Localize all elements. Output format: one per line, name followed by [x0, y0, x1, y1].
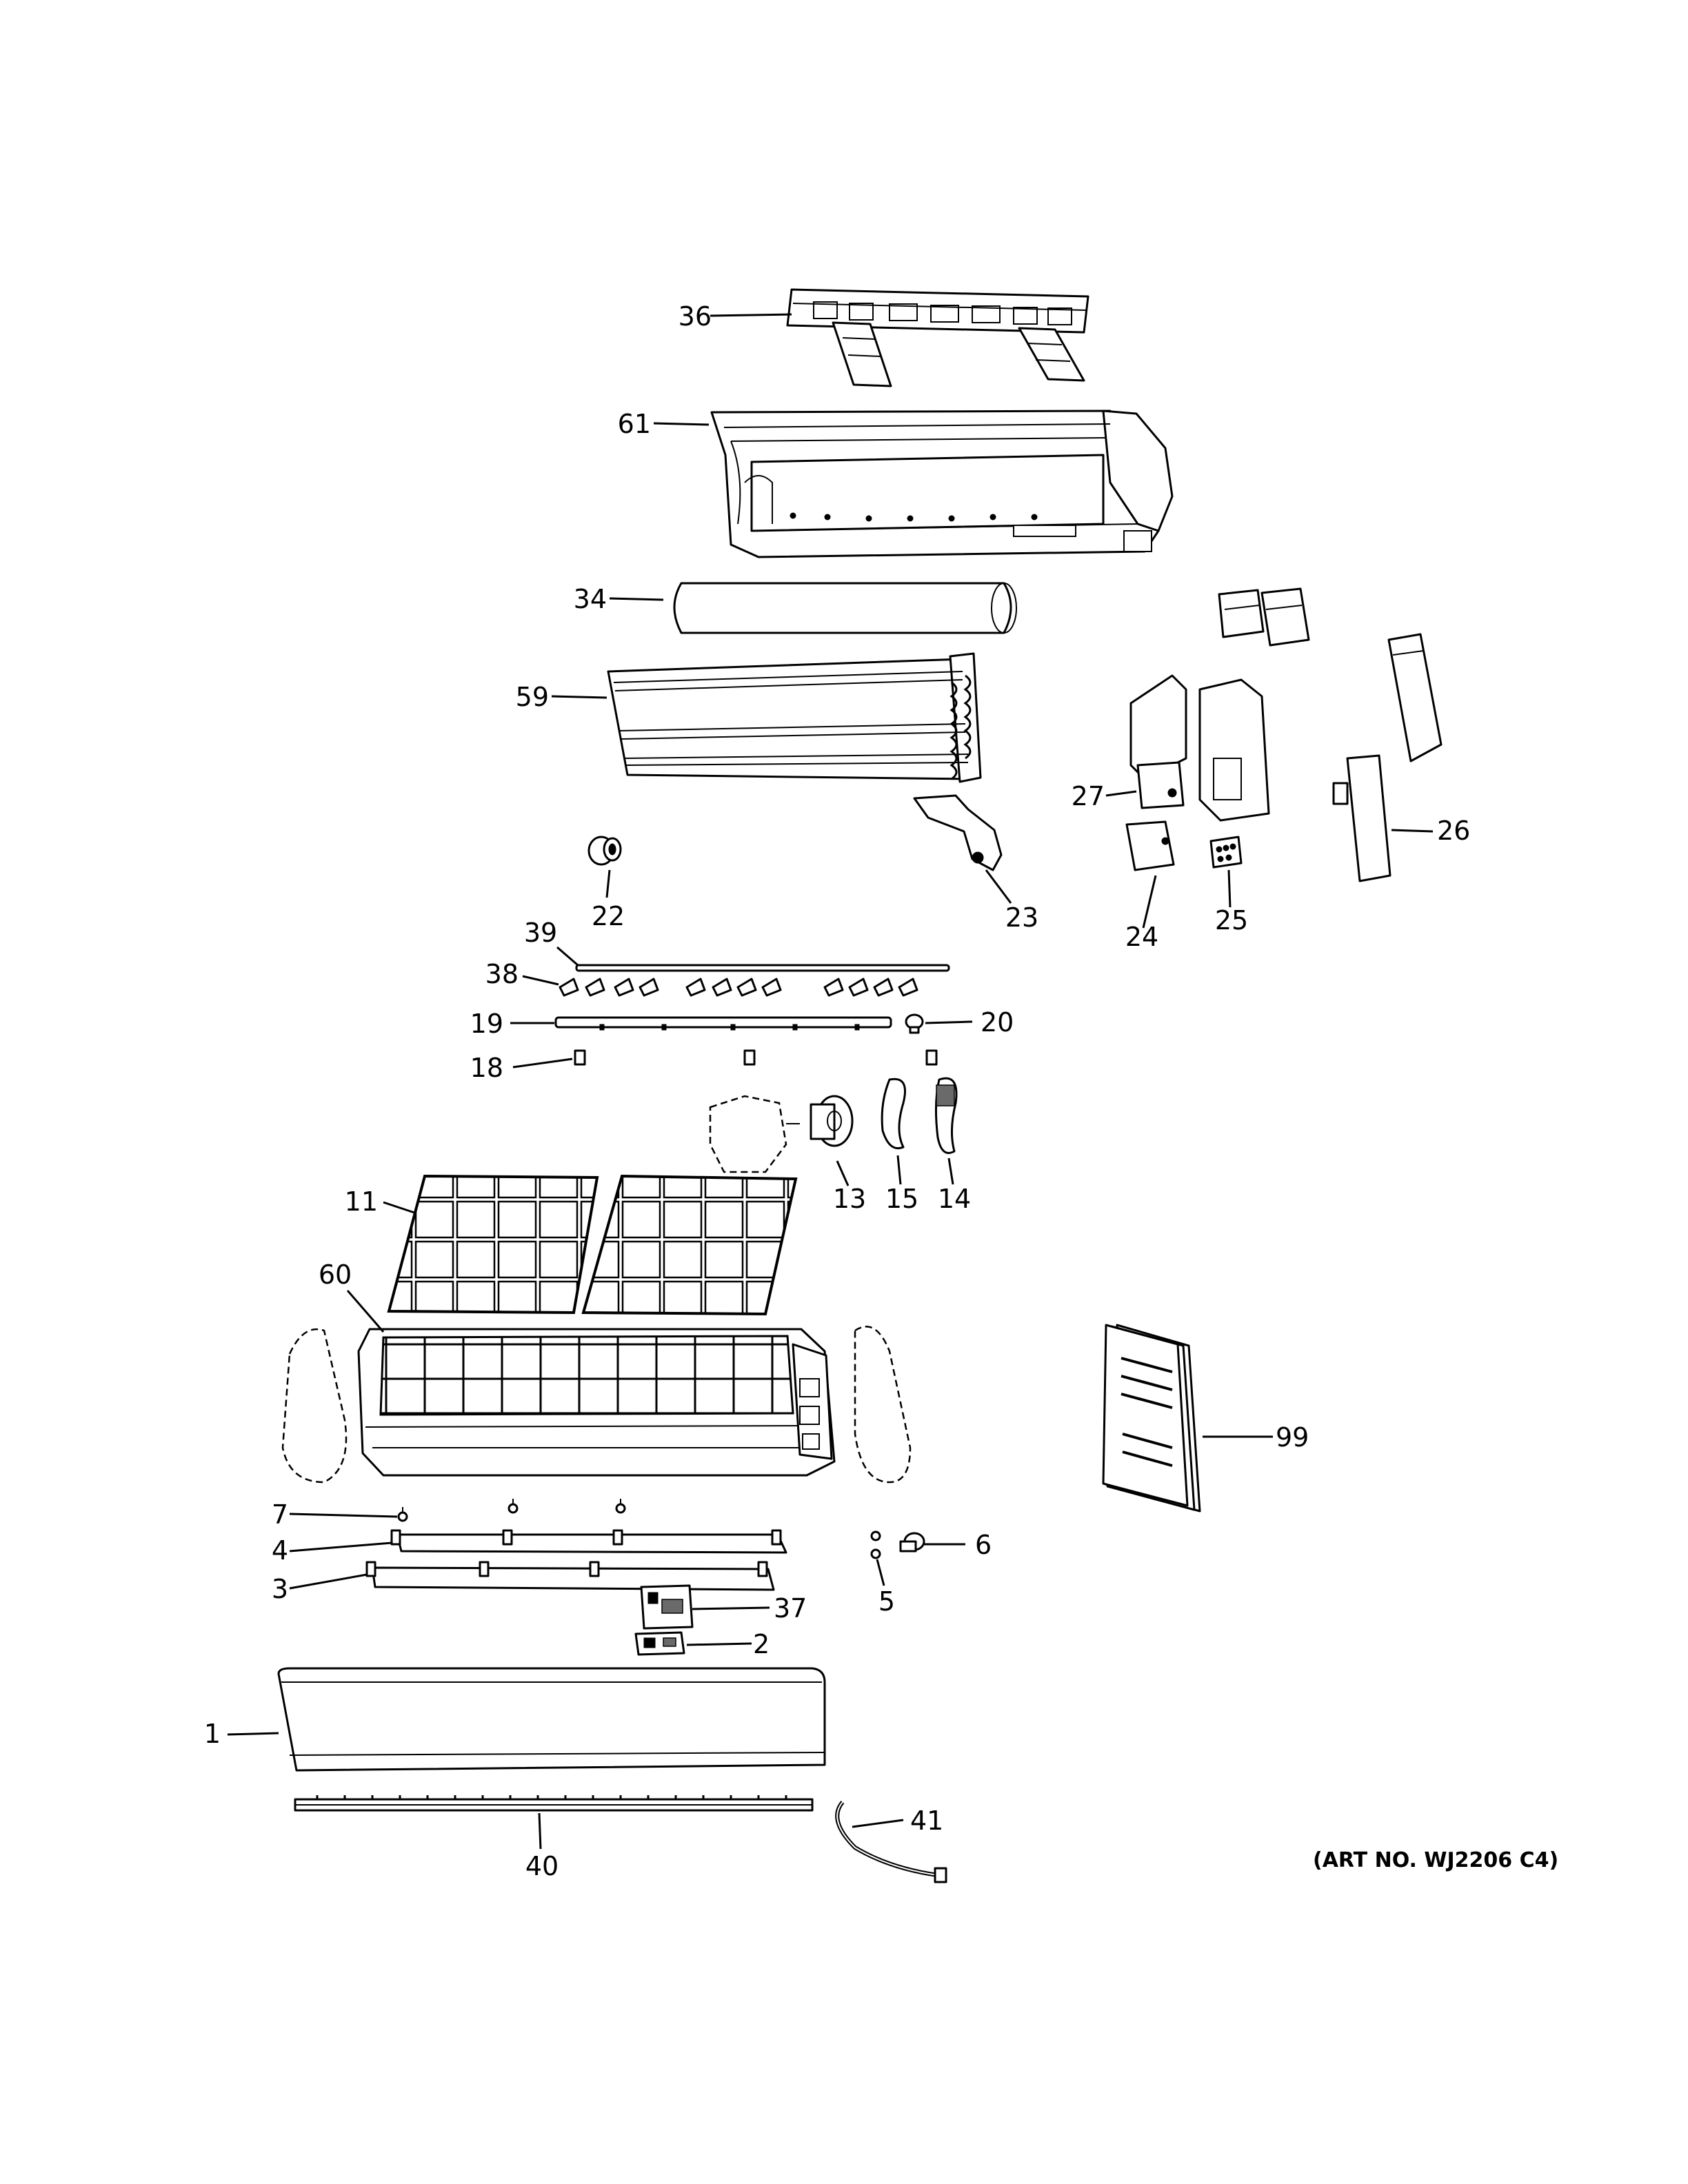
terminal-cover	[1125, 820, 1175, 871]
callout-7: 7	[272, 1499, 288, 1530]
callout-34: 34	[574, 584, 607, 614]
callout-22: 22	[592, 901, 625, 931]
callout-15: 15	[885, 1184, 918, 1214]
vane-link-rod	[575, 964, 950, 972]
callout-2: 2	[753, 1629, 770, 1659]
callout-38: 38	[485, 959, 519, 989]
fan-motor	[810, 1095, 854, 1147]
callout-27: 27	[1072, 781, 1105, 811]
air-filter-right	[581, 1174, 798, 1316]
horizontal-louver-lower	[365, 1561, 775, 1591]
callout-4: 4	[272, 1535, 288, 1566]
wire-harness	[835, 1801, 947, 1883]
side-cover-left	[281, 1328, 348, 1484]
owners-manual	[1102, 1324, 1201, 1513]
callout-59: 59	[516, 682, 549, 712]
display-board	[640, 1584, 694, 1630]
front-panel	[277, 1667, 826, 1772]
callout-23: 23	[1005, 902, 1038, 933]
bearing-holder	[587, 836, 622, 866]
horizontal-louver-upper	[390, 1529, 787, 1554]
callout-39: 39	[524, 918, 557, 948]
pcb-board	[1332, 754, 1391, 882]
front-cabinet	[357, 1328, 836, 1477]
stepper-motor	[905, 1013, 924, 1034]
motor-cover	[881, 1078, 906, 1149]
callout-13: 13	[833, 1184, 866, 1214]
motor-bracket	[709, 1095, 800, 1173]
callout-25: 25	[1215, 905, 1248, 936]
mounting-plate	[786, 288, 1089, 387]
electrical-control-box	[1129, 674, 1270, 822]
callout-14: 14	[938, 1184, 971, 1214]
callout-3: 3	[272, 1574, 288, 1604]
chassis-housing	[710, 410, 1174, 558]
evaporator-coil	[607, 652, 982, 783]
louver-assembly	[294, 1795, 814, 1812]
screws	[397, 1499, 626, 1522]
callout-6: 6	[975, 1530, 992, 1560]
callout-24: 24	[1125, 922, 1158, 952]
callout-1: 1	[204, 1719, 221, 1749]
louver-bar	[554, 1016, 892, 1031]
motor-clamp	[934, 1077, 958, 1154]
terminal-block	[1209, 836, 1243, 869]
callout-26: 26	[1437, 816, 1470, 846]
callout-18: 18	[470, 1053, 503, 1083]
callout-19: 19	[470, 1009, 503, 1039]
callout-11: 11	[345, 1186, 378, 1217]
louver-clips	[574, 1049, 938, 1066]
control-box-covers	[1218, 587, 1443, 762]
callout-40: 40	[525, 1851, 559, 1881]
callout-41: 41	[910, 1806, 943, 1836]
callout-37: 37	[774, 1593, 807, 1624]
callout-36: 36	[679, 301, 712, 332]
callout-20: 20	[981, 1007, 1014, 1038]
callout-5: 5	[878, 1586, 895, 1617]
callout-61: 61	[618, 409, 651, 439]
receiver-board	[634, 1631, 685, 1656]
art-number: (ART NO. WJ2206 C4)	[1313, 1848, 1558, 1872]
blower-wheel	[673, 582, 1017, 634]
side-cover-right	[854, 1326, 912, 1484]
swing-motor	[899, 1532, 925, 1553]
evaporator-bracket	[913, 794, 1003, 871]
vertical-louvers	[559, 978, 918, 997]
air-filter-left	[387, 1174, 599, 1315]
callout-60: 60	[319, 1260, 352, 1290]
screw	[870, 1530, 881, 1559]
callout-99: 99	[1276, 1422, 1309, 1453]
